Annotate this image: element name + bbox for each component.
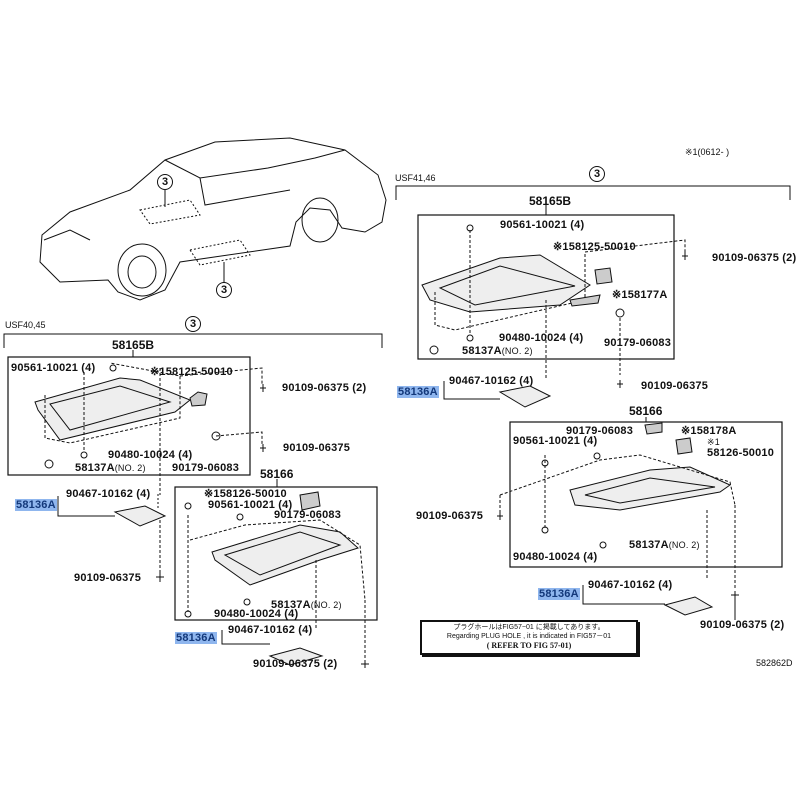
part-label[interactable]: ※158125-50010 [553,241,636,253]
highlighted-part-58136a[interactable]: 58136A [538,588,580,600]
note-reference-link[interactable]: ( REFER TO FIG 57-01) [486,641,572,650]
part-number: 58137A [462,345,502,357]
part-label[interactable]: 90109-06375 [283,442,351,454]
part-label[interactable]: 90109-06375 (2) [712,252,797,264]
part-label[interactable]: 90467-10162 (4) [449,375,534,387]
right-model-label: USF41,46 [395,173,436,183]
part-label[interactable]: 90467-10162 (4) [228,624,313,636]
left-callout-3: 3 [185,316,201,332]
left-assy-58166[interactable]: 58166 [260,467,294,481]
part-label[interactable]: 90480-10024 (4) [499,332,584,344]
part-label[interactable]: 90179-06083 [274,509,342,521]
part-label[interactable]: 90561-10021 (4) [208,499,293,511]
part-qualifier: (NO. 2) [114,463,146,473]
left-front-cover [34,362,266,495]
part-label[interactable]: ※158178A [681,425,737,437]
part-label[interactable]: 58137A(NO. 2) [629,539,700,551]
part-qualifier: (NO. 2) [310,600,342,610]
right-callout-3: 3 [589,166,605,182]
left-assy-58165b[interactable]: 58165B [112,338,155,352]
part-label[interactable]: 90109-06375 [74,572,142,584]
part-label[interactable]: 90179-06083 [604,337,672,349]
part-label[interactable]: 90561-10021 (4) [513,435,598,447]
left-model-label: USF40,45 [5,320,46,330]
highlighted-part-58136a[interactable]: 58136A [397,386,439,398]
part-number: 58137A [75,462,115,474]
part-label[interactable]: 90561-10021 (4) [11,362,96,374]
note-line-en: Regarding PLUG HOLE , it is indicated in… [446,633,612,640]
part-label[interactable]: 90109-06375 (2) [282,382,367,394]
left-rear-cover [184,491,366,660]
part-label[interactable]: 90561-10021 (4) [500,219,585,231]
part-label[interactable]: ※158125-50010 [150,366,233,378]
part-label[interactable]: 90109-06375 (2) [253,658,338,670]
note-line-jp: プラグホールはFIG57−01 に掲載してあります。 [453,624,605,631]
car-illustration [39,137,387,301]
callout-3-upper: 3 [157,174,173,190]
part-label[interactable]: 90109-06375 [641,380,709,392]
right-front-cover [421,224,688,388]
part-label[interactable]: 90109-06375 [416,510,484,522]
applicability-note: ※1(0612- ) [685,147,730,157]
highlighted-part-58136a[interactable]: 58136A [175,632,217,644]
part-label[interactable]: 58126-50010 [707,447,775,459]
highlighted-part-58136a[interactable]: 58136A [15,499,57,511]
part-label[interactable]: ※158126-50010 [204,488,287,500]
part-label[interactable]: 58137A(NO. 2) [271,599,342,611]
right-assy-58165b[interactable]: 58165B [529,194,572,208]
plug-hole-note: プラグホールはFIG57−01 に掲載してあります。 Regarding PLU… [420,620,638,655]
part-label[interactable]: 90467-10162 (4) [66,488,151,500]
diagram-code: 582862D [756,658,793,668]
left-bracket [3,333,383,348]
part-label[interactable]: 90179-06083 [566,425,634,437]
part-number: 58137A [271,599,311,611]
part-label[interactable]: 90480-10024 (4) [108,449,193,461]
right-rear-cover [497,422,736,590]
part-number: 58137A [629,539,669,551]
part-label[interactable]: 90179-06083 [172,462,240,474]
part-label[interactable]: 58137A(NO. 2) [75,462,146,474]
callout-3-lower: 3 [216,282,232,298]
part-label[interactable]: 90480-10024 (4) [214,608,299,620]
part-label[interactable]: 90109-06375 (2) [700,619,785,631]
right-assy-58166[interactable]: 58166 [629,404,663,418]
part-qualifier: (NO. 2) [668,540,700,550]
part-label[interactable]: 90467-10162 (4) [588,579,673,591]
part-label[interactable]: 90480-10024 (4) [513,551,598,563]
part-note: ※1 [707,437,720,447]
right-bracket [395,185,791,200]
part-label[interactable]: ※158177A [612,289,668,301]
part-label[interactable]: 58137A(NO. 2) [462,345,533,357]
part-qualifier: (NO. 2) [501,346,533,356]
